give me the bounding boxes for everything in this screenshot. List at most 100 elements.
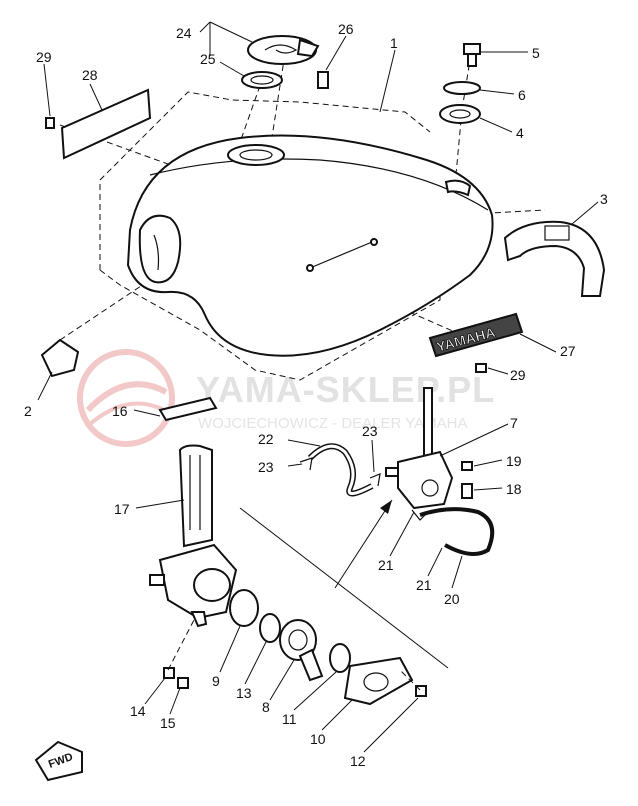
lever-inner xyxy=(288,629,308,651)
assembly-arrow-head xyxy=(380,500,392,514)
leader-10 xyxy=(321,699,353,731)
fuel-cap-swirl xyxy=(264,44,298,54)
tank-filler-inner xyxy=(239,149,273,161)
callout-28: 28 xyxy=(82,67,98,83)
cap-gasket xyxy=(241,71,283,89)
callout-19: 19 xyxy=(506,453,522,469)
leader-29a xyxy=(43,63,51,117)
cap-gasket-inner xyxy=(250,75,274,85)
callout-25: 25 xyxy=(200,51,216,67)
hose-clip-left xyxy=(299,457,313,471)
leader-21b xyxy=(427,547,443,577)
lever-plate-part-10 xyxy=(343,656,414,706)
callout-10: 10 xyxy=(310,731,326,747)
leader-24b xyxy=(209,21,253,43)
rear-bracket-plate xyxy=(544,225,570,241)
callout-12: 12 xyxy=(350,753,366,769)
tank-knee-recess xyxy=(138,214,182,284)
callout-29a: 29 xyxy=(36,49,52,65)
petcock-right-nozzle xyxy=(385,467,399,477)
callout-16: 16 xyxy=(112,403,128,419)
callout-4: 4 xyxy=(516,125,524,141)
breather-screw xyxy=(317,71,329,89)
tank-body xyxy=(126,134,494,357)
plate-screw-guide xyxy=(399,669,421,691)
leader-8 xyxy=(269,659,295,701)
tank-rail-end-left xyxy=(306,264,314,272)
callout-29b: 29 xyxy=(510,367,526,383)
fuel-tank xyxy=(126,134,494,357)
tank-rear-mount xyxy=(444,179,472,197)
assembly-arrow xyxy=(334,499,393,589)
leader-23a xyxy=(287,463,303,467)
leader-13 xyxy=(244,641,267,685)
packing-part-13 xyxy=(259,613,281,643)
lever-body xyxy=(279,619,317,661)
callout-22: 22 xyxy=(258,431,274,447)
lever-plate-hole xyxy=(363,672,389,692)
leader-22 xyxy=(287,439,321,447)
leader-21a xyxy=(389,511,415,557)
watermark-logo-swoosh xyxy=(85,381,168,413)
fwd-indicator: FWD xyxy=(34,740,83,782)
fuel-cap xyxy=(247,35,320,65)
leader-26 xyxy=(325,35,347,71)
leader-2 xyxy=(37,371,53,401)
assembly-outline xyxy=(99,91,431,270)
leader-4 xyxy=(479,117,513,133)
lever-handle xyxy=(298,648,324,682)
leader-24a xyxy=(199,21,211,33)
fwd-arrow xyxy=(34,740,83,782)
callout-23b: 23 xyxy=(362,423,378,439)
callout-15: 15 xyxy=(160,715,176,731)
watermark-dealer: WOJCIECHOWICZ - DEALER YAMAHA xyxy=(198,415,467,432)
petcock-left xyxy=(149,444,238,628)
leader-18 xyxy=(473,487,503,491)
leader-14 xyxy=(144,677,166,705)
tank-rail xyxy=(309,241,373,269)
tank-recess-detail xyxy=(153,234,160,271)
tank-seam xyxy=(149,158,489,211)
leader-15 xyxy=(169,687,181,715)
callout-11: 11 xyxy=(282,711,297,727)
callout-13: 13 xyxy=(236,685,252,701)
lever-part-8 xyxy=(279,619,324,682)
petcock-filter-tube xyxy=(178,444,213,548)
petcock-right-body xyxy=(397,450,454,510)
washer-part-6 xyxy=(443,81,481,95)
knob-guide xyxy=(59,279,151,341)
callout-26: 26 xyxy=(338,21,354,37)
caution-plate xyxy=(60,88,152,160)
plate-screw xyxy=(45,117,55,129)
screw-part-12 xyxy=(415,685,427,697)
callout-8: 8 xyxy=(262,699,270,715)
vacuum-hose xyxy=(419,507,495,556)
callout-6: 6 xyxy=(518,87,526,103)
leader-lines xyxy=(37,21,599,753)
callout-21a: 21 xyxy=(378,557,394,573)
screw-part-14 xyxy=(163,667,175,679)
rear-bracket xyxy=(503,220,606,297)
callout-23a: 23 xyxy=(258,459,274,475)
watermark: YAMA-SKLEP.PL WOJCIECHOWICZ - DEALER YAM… xyxy=(77,349,494,447)
leader-9 xyxy=(219,625,241,673)
vacuum-hose-clip xyxy=(411,509,429,521)
callout-17: 17 xyxy=(114,501,130,517)
leader-29b xyxy=(487,367,509,375)
leader-28 xyxy=(89,83,103,111)
leader-3 xyxy=(571,201,599,225)
fuel-hose xyxy=(307,443,374,497)
petcock-outlet xyxy=(190,611,208,628)
petcock-right-knob xyxy=(421,479,439,497)
yamaha-emblem-plate xyxy=(428,312,524,358)
tank-filler-neck xyxy=(227,144,285,166)
leader-27 xyxy=(519,333,557,353)
cap-guide xyxy=(237,79,263,149)
leader-11 xyxy=(293,671,337,711)
leader-20 xyxy=(451,555,463,589)
assembly-bracket xyxy=(239,507,449,669)
callout-2: 2 xyxy=(24,403,32,419)
callout-labels: 1 2 3 4 5 6 7 8 9 10 11 12 13 14 15 16 1… xyxy=(24,21,608,769)
emblem-screw xyxy=(475,363,487,373)
callout-27: 27 xyxy=(560,343,576,359)
